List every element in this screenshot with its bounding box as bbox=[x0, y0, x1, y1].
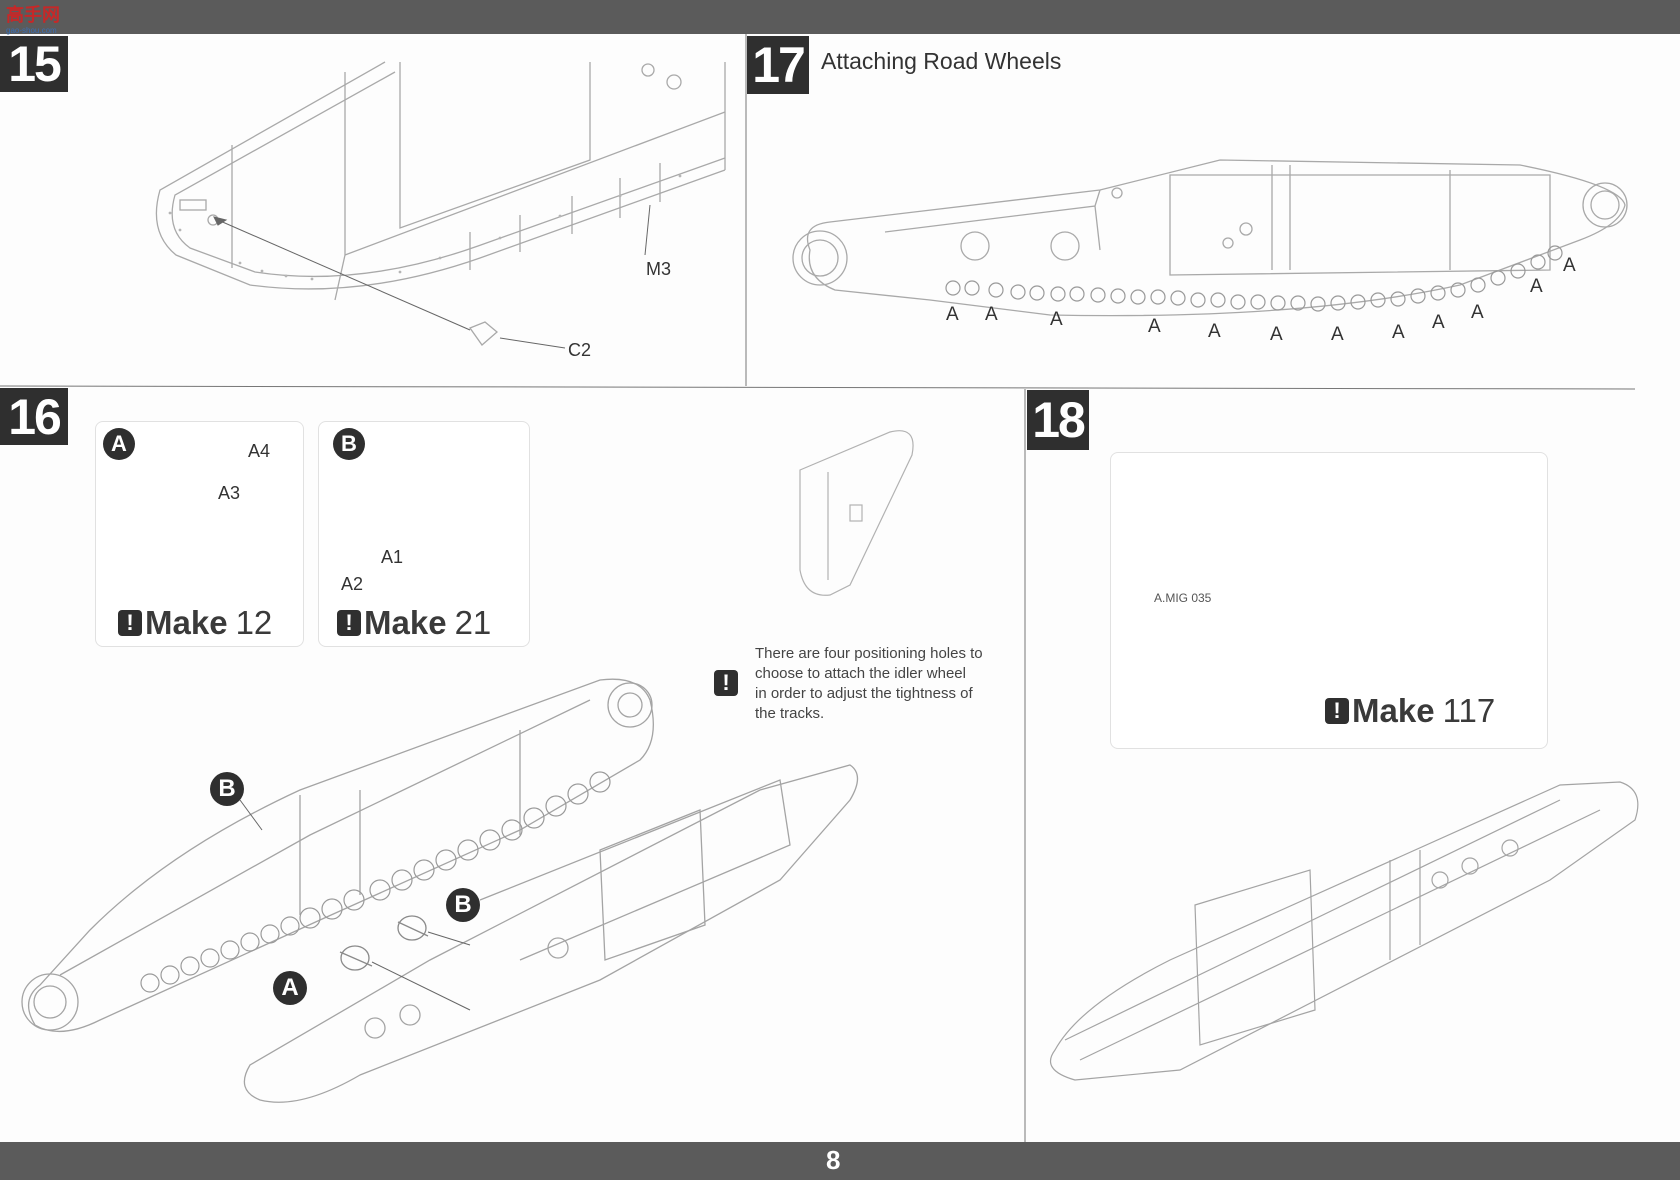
bottom-bar bbox=[0, 1142, 1680, 1180]
warning-icon: ! bbox=[337, 609, 361, 636]
step-15-badge: 15 bbox=[0, 36, 68, 92]
make-word: Make bbox=[145, 604, 228, 641]
badge-a: A bbox=[103, 428, 135, 460]
watermark-brand: 高手网 bbox=[6, 5, 60, 25]
watermark-url: gao-shou.com bbox=[6, 26, 57, 35]
warning-icon: ! bbox=[118, 609, 142, 636]
wheel-label-a: A bbox=[1148, 316, 1161, 337]
step16-left-road-wheels bbox=[140, 771, 611, 993]
step16-idler-detail bbox=[799, 430, 914, 596]
wheel-label-a: A bbox=[1270, 324, 1283, 345]
part-label-a3: A3 bbox=[218, 483, 241, 503]
step-17-badge: 17 bbox=[747, 36, 809, 94]
wheel-label-a: A bbox=[1471, 302, 1484, 323]
callout-a: A bbox=[273, 971, 307, 1005]
wheel-label-a: A bbox=[1530, 276, 1543, 297]
part-label-a4: A4 bbox=[248, 441, 271, 461]
idler-note-line-3: in order to adjust the tightness of bbox=[755, 685, 973, 702]
note-warning-icon: ! bbox=[714, 670, 741, 696]
step17-hull-drawing bbox=[792, 159, 1628, 317]
step16-left-hull bbox=[21, 678, 654, 1033]
make-number: 21 bbox=[454, 604, 492, 641]
paint-code: A.MIG 035 bbox=[1154, 591, 1212, 605]
idler-note-line-1: There are four positioning holes to bbox=[755, 645, 983, 662]
step16-leader-lines bbox=[239, 799, 471, 1011]
step16-loose-wheels bbox=[339, 915, 429, 971]
wheel-label-a: A bbox=[1392, 322, 1405, 343]
part-label-m3: M3 bbox=[646, 259, 672, 279]
make-word: Make bbox=[1352, 692, 1435, 729]
part-label-a1: A1 bbox=[381, 547, 404, 567]
top-bar bbox=[0, 0, 1680, 34]
warning-icon: ! bbox=[1325, 697, 1349, 724]
part-label-a2: A2 bbox=[341, 574, 364, 594]
make-number: 117 bbox=[1442, 692, 1496, 729]
wheel-label-a: A bbox=[1208, 321, 1221, 342]
step18-track-assembly bbox=[1050, 781, 1639, 1081]
step16-right-hull bbox=[243, 764, 859, 1103]
page-number: 8 bbox=[826, 1145, 841, 1175]
wheel-label-a: A bbox=[1331, 324, 1344, 345]
make-number: 12 bbox=[235, 604, 273, 641]
idler-note-line-4: the tracks. bbox=[755, 705, 825, 722]
step17-road-wheels bbox=[945, 245, 1563, 312]
badge-b: B bbox=[333, 428, 365, 460]
divider-horizontal bbox=[0, 385, 1636, 390]
wheel-label-a: A bbox=[946, 304, 959, 325]
step15-hull-drawing bbox=[155, 61, 726, 346]
step-17-title: Attaching Road Wheels bbox=[821, 48, 1062, 74]
idler-note: There are four positioning holes to choo… bbox=[755, 644, 983, 724]
wheel-label-a: A bbox=[985, 304, 998, 325]
step-18-badge: 18 bbox=[1027, 390, 1089, 450]
make-word: Make bbox=[364, 604, 447, 641]
part-label-c2: C2 bbox=[568, 340, 592, 360]
wheel-label-a: A bbox=[1432, 312, 1445, 333]
callout-b-right: B bbox=[446, 888, 480, 922]
callout-b-left: B bbox=[210, 772, 244, 806]
idler-note-line-2: choose to attach the idler wheel bbox=[755, 665, 966, 682]
wheel-label-a: A bbox=[1563, 255, 1576, 276]
wheel-label-a: A bbox=[1050, 309, 1063, 330]
step-16-badge: 16 bbox=[0, 388, 68, 445]
